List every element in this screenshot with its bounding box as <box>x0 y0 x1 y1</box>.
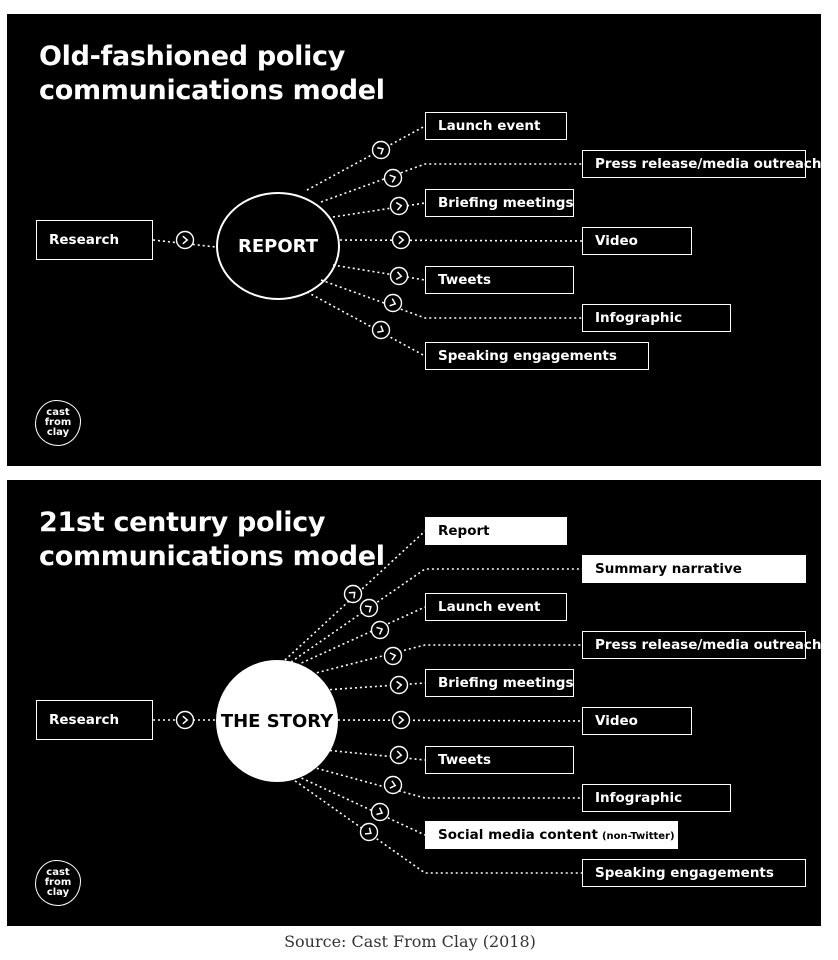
output-label: Briefing meetings <box>438 675 574 691</box>
output-box: Launch event <box>425 593 567 621</box>
output-box: Briefing meetings <box>425 189 574 217</box>
chevron-right-circle-icon <box>371 140 391 160</box>
output-label: Infographic <box>595 790 683 806</box>
chevron-right-circle-icon <box>383 293 403 313</box>
cast-from-clay-logo: cast from clay <box>35 400 81 446</box>
connector-line <box>306 291 426 357</box>
output-label: Launch event <box>438 599 541 615</box>
output-box: Tweets <box>425 746 574 774</box>
output-label: Launch event <box>438 118 541 134</box>
logo-word: clay <box>46 427 70 438</box>
source-caption: Source: Cast From Clay (2018) <box>284 932 536 951</box>
hub-the-story: THE STORY <box>216 660 338 782</box>
chevron-right-circle-icon <box>359 822 379 842</box>
chevron-right-circle-icon <box>391 230 411 250</box>
connector-line <box>339 239 583 242</box>
connector-line <box>332 264 426 281</box>
research-label: Research <box>49 712 120 728</box>
chevron-right-circle-icon <box>370 802 390 822</box>
connector-lines <box>152 125 583 357</box>
old-model-panel: Old-fashioned policy communications mode… <box>7 14 821 466</box>
chevron-right-circle-icon <box>391 710 411 730</box>
output-label: Speaking engagements <box>438 348 617 364</box>
output-label: Social media content <box>438 827 598 843</box>
connector-line <box>311 766 582 799</box>
connector-line <box>324 682 426 691</box>
panel-title-line: communications model <box>39 541 385 572</box>
output-label: Infographic <box>595 310 683 326</box>
output-box: Summary narrative <box>582 555 806 583</box>
panel-title: 21st century policy communications model <box>39 506 385 574</box>
output-box: Social media content(non-Twitter) <box>425 821 678 849</box>
output-label: Press release/media outreach <box>595 637 821 653</box>
output-label: Press release/media outreach <box>595 156 821 172</box>
hub-report: REPORT <box>216 192 340 300</box>
chevron-right-circle-icon <box>389 745 409 765</box>
research-label: Research <box>49 232 120 248</box>
output-box: Infographic <box>582 304 731 332</box>
chevron-right-circle-icon <box>383 168 403 188</box>
output-box: Briefing meetings <box>425 669 574 697</box>
connector-line <box>311 644 582 675</box>
output-sub-label: (non-Twitter) <box>601 830 675 842</box>
chevron-right-circle-icon <box>175 230 195 250</box>
output-box: Launch event <box>425 112 567 140</box>
logo-word: from <box>44 877 72 888</box>
connector-line <box>324 749 426 761</box>
connector-line <box>320 163 582 203</box>
output-box: Video <box>582 227 692 255</box>
panel-title-line: 21st century policy <box>39 507 326 538</box>
output-box: Video <box>582 707 692 735</box>
output-box: Tweets <box>425 266 574 294</box>
chevron-right-circle-icon <box>359 598 379 618</box>
connector-line <box>337 719 583 722</box>
output-box: Infographic <box>582 784 731 812</box>
hub-label: REPORT <box>238 235 318 257</box>
connector-line <box>296 775 426 836</box>
connector-line <box>306 125 426 191</box>
cast-from-clay-logo: cast from clay <box>35 860 81 906</box>
output-label: Summary narrative <box>595 561 742 577</box>
output-box: Press release/media outreach <box>582 631 821 659</box>
research-box: Research <box>36 220 153 260</box>
connector-line <box>320 279 582 319</box>
output-label: Video <box>595 713 638 729</box>
output-label: Report <box>438 523 490 539</box>
output-label: Tweets <box>438 272 491 288</box>
hub-label: THE STORY <box>220 710 334 732</box>
chevron-right-circle-icon <box>175 710 195 730</box>
research-box: Research <box>36 700 153 740</box>
output-label: Speaking engagements <box>595 865 774 881</box>
chevron-right-circle-icon <box>383 646 403 666</box>
output-box: Report <box>425 517 567 545</box>
output-label: Tweets <box>438 752 491 768</box>
output-box: Press release/media outreach <box>582 150 821 178</box>
logo-word: clay <box>46 887 70 898</box>
chevron-right-circle-icon <box>389 196 409 216</box>
panel-title-line: Old-fashioned policy <box>39 41 346 72</box>
connector-lines <box>153 530 583 874</box>
output-box: Speaking engagements <box>425 342 649 370</box>
panel-title: Old-fashioned policy communications mode… <box>39 40 385 108</box>
connector-line <box>332 202 426 218</box>
chevron-right-circle-icon <box>389 266 409 286</box>
panel-title-line: communications model <box>39 75 385 106</box>
logo-word: from <box>44 417 72 428</box>
output-label: Video <box>595 233 638 249</box>
chevron-right-circle-icon <box>389 675 409 695</box>
connector-line <box>296 606 426 666</box>
chevron-right-circle-icon <box>343 584 363 604</box>
logo-word: cast <box>46 407 70 418</box>
chevron-right-circle-icon <box>371 320 391 340</box>
chevron-right-circle-icon <box>383 775 403 795</box>
logo-word: cast <box>46 867 70 878</box>
output-box: Speaking engagements <box>582 859 806 887</box>
modern-model-panel: 21st century policy communications model… <box>7 480 821 926</box>
chevron-right-circle-icon <box>370 620 390 640</box>
output-label: Briefing meetings <box>438 195 574 211</box>
